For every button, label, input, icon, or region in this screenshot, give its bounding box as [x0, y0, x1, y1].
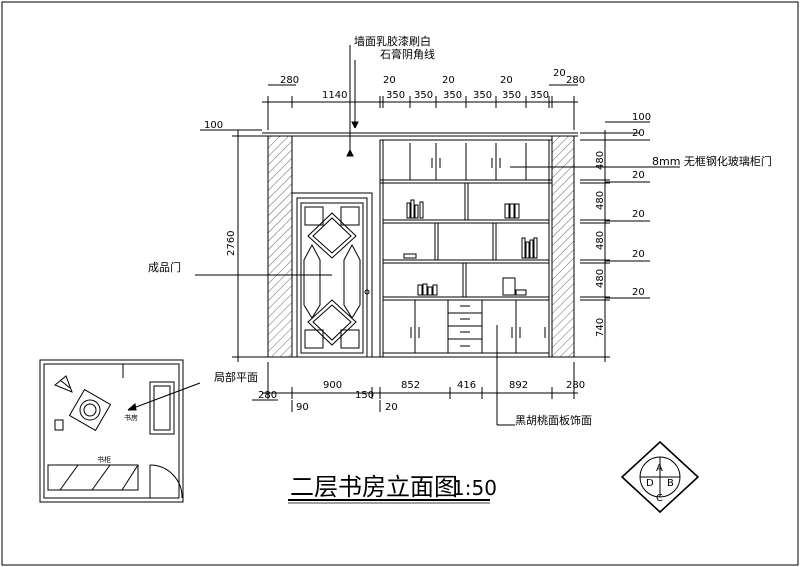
dim-bottom-3: 416: [457, 380, 476, 391]
section-letter-c: C: [656, 493, 663, 504]
finished-door: [291, 192, 373, 358]
dim-top-7: 350: [473, 90, 492, 101]
dim-bottom-6: 90: [296, 402, 309, 413]
section-letter-a: A: [656, 463, 663, 474]
dim-top-9: 350: [502, 90, 521, 101]
right-wall: [551, 135, 575, 358]
dim-top-10: 350: [530, 90, 549, 101]
dim-bottom-2: 852: [401, 380, 420, 391]
plaster-line-label: 石膏阴角线: [380, 47, 435, 61]
dim-bottom-1: 900: [323, 380, 342, 391]
finished-door-label: 成品门: [148, 260, 181, 274]
section-letter-b: B: [667, 478, 674, 489]
dim-right-5: 20: [632, 209, 645, 220]
dim-right-10: 740: [595, 318, 606, 337]
walnut-veneer-label: 黑胡桃面板饰面: [515, 413, 592, 427]
dim-top-6: 350: [443, 90, 462, 101]
dim-top-1: 1140: [322, 90, 347, 101]
dim-top-5: 20: [442, 75, 455, 86]
dim-right-0: 100: [632, 112, 651, 123]
dim-top-3: 350: [386, 90, 405, 101]
plan-shelf-label: 书柜: [97, 455, 111, 464]
dim-right-3: 20: [632, 170, 645, 181]
wall-finish-label: 墙面乳胶漆刷白: [354, 34, 431, 48]
elevation-main: [127, 45, 680, 426]
dim-right-1: 20: [632, 128, 645, 139]
dim-right-2: 480: [595, 151, 606, 170]
dim-top-12: 280: [566, 75, 585, 86]
partial-plan-label: 局部平面: [214, 370, 258, 384]
dim-bottom-7: 150: [355, 390, 374, 401]
dim-right-4: 480: [595, 191, 606, 210]
glass-door-label: 8mm 无框钢化玻璃柜门: [652, 154, 772, 168]
dim-right-6: 480: [595, 231, 606, 250]
dim-left-height: 2760: [226, 231, 237, 256]
dim-right-9: 20: [632, 287, 645, 298]
dim-top-0: 280: [280, 75, 299, 86]
dim-top-8: 20: [500, 75, 513, 86]
dim-top-2: 20: [383, 75, 396, 86]
dim-bottom-5: 280: [566, 380, 585, 391]
section-symbol: [620, 440, 700, 514]
left-wall: [267, 135, 293, 358]
dim-bottom-4: 892: [509, 380, 528, 391]
dim-left-top: 100: [204, 120, 223, 131]
drawing-scale: 1:50: [452, 476, 497, 500]
bookcase: [379, 139, 553, 358]
partial-plan: [39, 359, 184, 503]
section-letter-d: D: [646, 478, 654, 489]
dim-bottom-8: 20: [385, 402, 398, 413]
dim-top-4: 350: [414, 90, 433, 101]
drawing-title: 二层书房立面图: [290, 473, 458, 501]
dim-top-11: 20: [553, 68, 566, 79]
plan-room-label: 书房: [124, 413, 138, 422]
dim-right-8: 480: [595, 269, 606, 288]
dim-right-7: 20: [632, 249, 645, 260]
dim-bottom-0: 280: [258, 390, 277, 401]
